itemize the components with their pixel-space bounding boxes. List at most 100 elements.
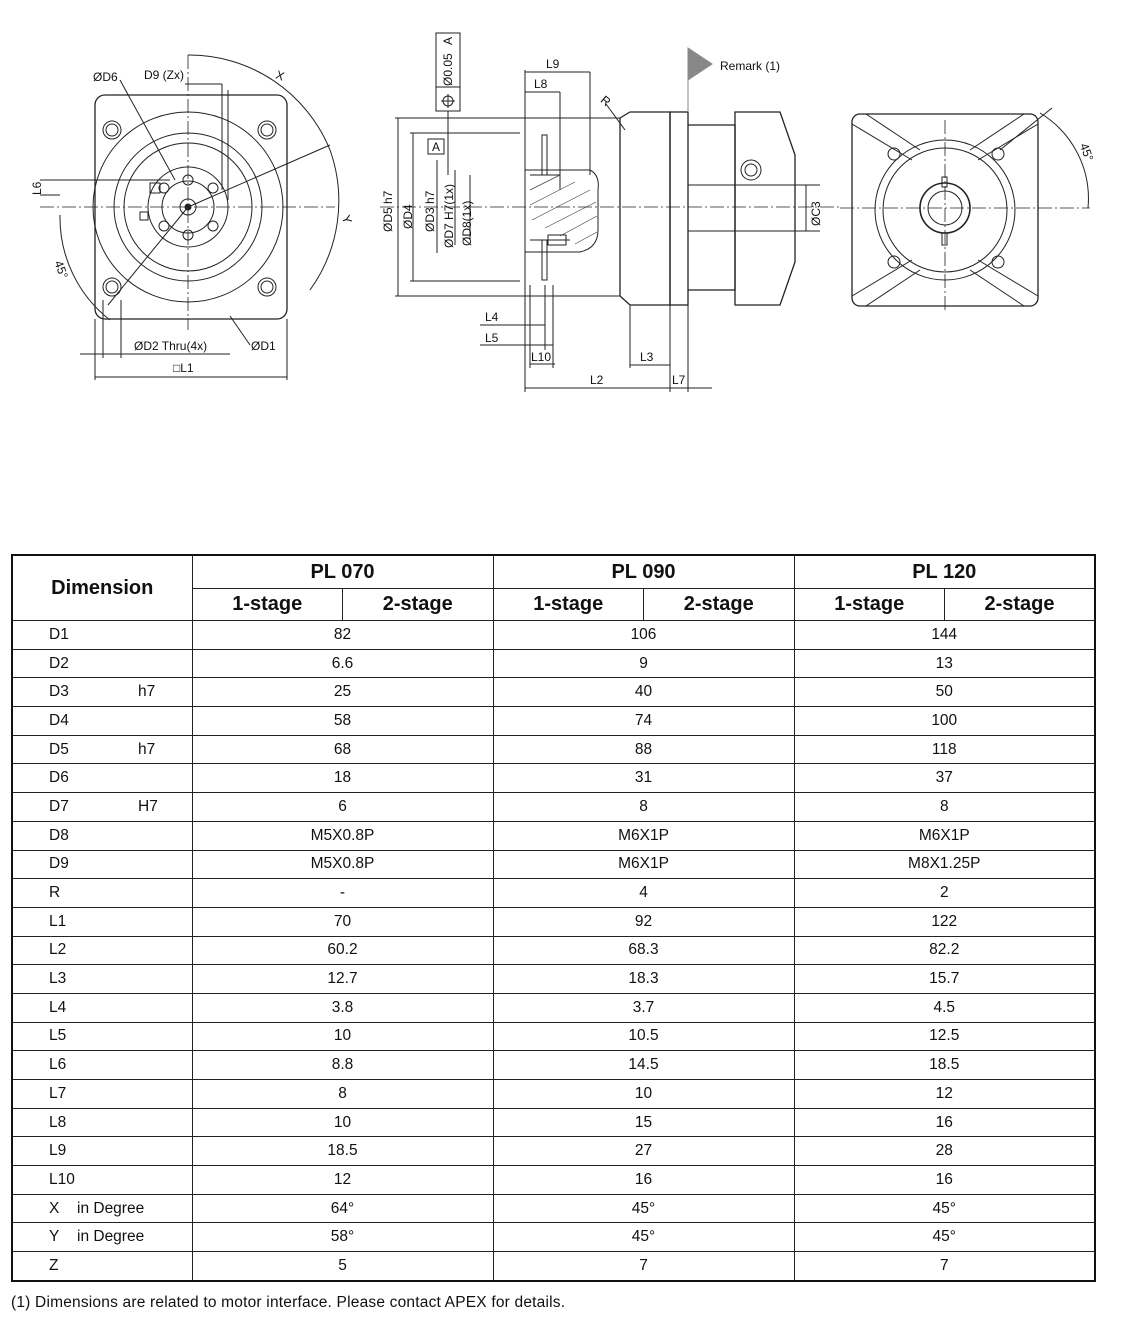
value-cell: 15 bbox=[492, 1107, 795, 1138]
value-cell: 28 bbox=[793, 1136, 1096, 1167]
value-cell: 118 bbox=[793, 734, 1096, 765]
value-cell: 12.7 bbox=[191, 964, 494, 994]
dimension-name: Y bbox=[49, 1228, 60, 1246]
dimension-name: L5 bbox=[49, 1027, 67, 1045]
dimension-name: D3 bbox=[49, 683, 69, 701]
stage-header: 1-stage bbox=[492, 588, 644, 621]
technical-drawing: ØD6 D9 (Zx) X Y L6 45° ØD2 Thru(4x) ØD1 … bbox=[30, 32, 1096, 392]
dimension-name: L7 bbox=[49, 1084, 67, 1102]
value-cell: 4 bbox=[492, 878, 795, 908]
dimension-cell: D9 bbox=[11, 849, 193, 880]
value-cell: 12.5 bbox=[793, 1021, 1096, 1052]
dimension-header: Dimension bbox=[11, 554, 193, 621]
value-cell: 60.2 bbox=[191, 935, 494, 966]
dimension-name: L2 bbox=[49, 941, 67, 959]
stage-header: 1-stage bbox=[793, 588, 945, 621]
dimension-cell: Z bbox=[11, 1251, 193, 1282]
dimension-note: in Degree bbox=[77, 1199, 145, 1217]
dimension-cell: D2 bbox=[11, 648, 193, 679]
value-cell: M8X1.25P bbox=[793, 849, 1096, 880]
dimension-cell: D8 bbox=[11, 820, 193, 851]
value-cell: 8.8 bbox=[191, 1050, 494, 1080]
dimension-cell: L5 bbox=[11, 1021, 193, 1052]
label-l10: L10 bbox=[531, 350, 551, 364]
value-cell: 8 bbox=[793, 792, 1096, 822]
value-cell: 58° bbox=[191, 1222, 494, 1253]
label-l2: L2 bbox=[590, 373, 604, 387]
value-cell: 16 bbox=[793, 1165, 1096, 1195]
label-c3: ØC3 bbox=[809, 201, 823, 226]
label-d7: ØD7 H7(1x) bbox=[442, 184, 456, 248]
value-cell: 7 bbox=[793, 1251, 1096, 1282]
dimension-name: L8 bbox=[49, 1113, 67, 1131]
value-cell: 8 bbox=[492, 792, 795, 822]
rear-view bbox=[840, 107, 1090, 310]
label-tolerance: Ø0.05 bbox=[441, 53, 455, 86]
value-cell: 25 bbox=[191, 677, 494, 708]
value-cell: 12 bbox=[191, 1165, 494, 1195]
dimension-name: X bbox=[49, 1199, 60, 1217]
dimension-name: L10 bbox=[49, 1170, 75, 1188]
value-cell: 2 bbox=[793, 878, 1096, 908]
value-cell: 15.7 bbox=[793, 964, 1096, 994]
value-cell: 16 bbox=[492, 1165, 795, 1195]
label-d6: ØD6 bbox=[93, 70, 118, 84]
value-cell: M5X0.8P bbox=[191, 849, 494, 880]
value-cell: 10 bbox=[492, 1079, 795, 1109]
value-cell: 31 bbox=[492, 763, 795, 794]
label-d9: D9 (Zx) bbox=[144, 68, 184, 82]
label-d4: ØD4 bbox=[401, 204, 415, 229]
value-cell: 18.3 bbox=[492, 964, 795, 994]
dimension-table: Dimension PL 070 PL 090 PL 120 1-stage 2… bbox=[11, 554, 1096, 1282]
value-cell: M6X1P bbox=[492, 849, 795, 880]
label-l8: L8 bbox=[534, 77, 548, 91]
model-header: PL 090 bbox=[492, 554, 795, 589]
dimension-cell: L1 bbox=[11, 906, 193, 937]
dimension-name: D6 bbox=[49, 769, 69, 787]
dimension-name: L6 bbox=[49, 1056, 67, 1074]
dimension-name: R bbox=[49, 884, 61, 902]
value-cell: 8 bbox=[191, 1079, 494, 1109]
dimension-cell: L6 bbox=[11, 1050, 193, 1080]
value-cell: 68 bbox=[191, 734, 494, 765]
value-cell: 122 bbox=[793, 906, 1096, 937]
label-l4: L4 bbox=[485, 310, 499, 324]
dimension-cell: L10 bbox=[11, 1165, 193, 1195]
value-cell: 37 bbox=[793, 763, 1096, 794]
stage-header: 2-stage bbox=[944, 588, 1096, 621]
value-cell: 14.5 bbox=[492, 1050, 795, 1080]
value-cell: 58 bbox=[191, 706, 494, 736]
stage-header: 2-stage bbox=[342, 588, 494, 621]
value-cell: 45° bbox=[793, 1193, 1096, 1224]
label-d1: ØD1 bbox=[251, 339, 276, 353]
dimension-cell: L3 bbox=[11, 964, 193, 994]
value-cell: 5 bbox=[191, 1251, 494, 1282]
value-cell: 40 bbox=[492, 677, 795, 708]
value-cell: 13 bbox=[793, 648, 1096, 679]
label-x: X bbox=[274, 68, 286, 84]
label-l3: L3 bbox=[640, 350, 654, 364]
value-cell: 144 bbox=[793, 620, 1096, 650]
label-l5: L5 bbox=[485, 331, 499, 345]
dimension-tolerance: h7 bbox=[138, 740, 156, 758]
dimension-cell: D4 bbox=[11, 706, 193, 736]
value-cell: 18 bbox=[191, 763, 494, 794]
dimension-name: L3 bbox=[49, 970, 67, 988]
label-l1: □L1 bbox=[173, 361, 194, 375]
dimension-name: L1 bbox=[49, 912, 67, 930]
front-view bbox=[40, 54, 340, 380]
value-cell: 106 bbox=[492, 620, 795, 650]
label-d3: ØD3 h7 bbox=[423, 190, 437, 232]
